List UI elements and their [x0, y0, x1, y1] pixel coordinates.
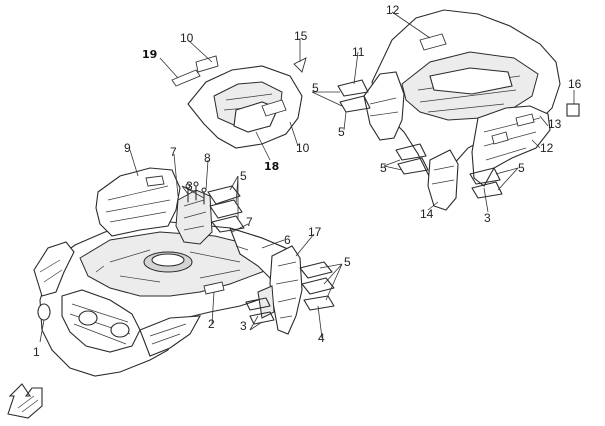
callout-7-lower: 7 — [246, 215, 253, 229]
rear-fastener-group — [337, 79, 503, 199]
callout-5-front-lower: 5 — [344, 255, 351, 269]
forward-arrow-icon — [7, 383, 43, 419]
callout-10-lower: 10 — [296, 141, 310, 155]
callout-3-rear: 3 — [484, 211, 491, 225]
callout-19: 19 — [142, 48, 157, 61]
callout-5-rear-left-low: 5 — [338, 125, 345, 139]
callout-5-rear-mid: 5 — [380, 161, 387, 175]
front-body-assembly — [33, 221, 301, 377]
front-hood-panel — [95, 167, 181, 237]
front-bracket-set — [175, 181, 213, 245]
leader-lines — [39, 11, 575, 343]
part-16-block — [566, 103, 580, 117]
top-center-cover — [171, 55, 307, 149]
callout-17: 17 — [308, 225, 322, 239]
callout-8: 8 — [204, 151, 211, 165]
callout-3-front-upper: 3 — [186, 179, 193, 193]
callout-7-upper: 7 — [170, 145, 177, 159]
callout-12-upper: 12 — [386, 3, 400, 17]
inner-fender-panel — [257, 245, 303, 335]
callout-1: 1 — [33, 345, 40, 359]
callout-12-lower: 12 — [540, 141, 554, 155]
callout-5-rear-left: 5 — [312, 81, 319, 95]
callout-labels: 1 2 3 3 3 4 5 5 5 5 5 5 6 7 7 8 9 10 10 … — [33, 3, 582, 359]
front-fastener-group — [207, 185, 335, 325]
callout-18: 18 — [264, 160, 279, 173]
callout-9: 9 — [124, 141, 131, 155]
callout-13: 13 — [548, 117, 562, 131]
callout-16: 16 — [568, 77, 582, 91]
callout-2: 2 — [208, 317, 215, 331]
callout-15: 15 — [294, 29, 308, 43]
callout-4: 4 — [318, 331, 325, 345]
callout-10-upper: 10 — [180, 31, 194, 45]
callout-5-front-upper: 5 — [240, 169, 247, 183]
rear-body-assembly — [363, 9, 561, 211]
callout-11: 11 — [352, 45, 365, 59]
callout-3-front-low: 3 — [240, 319, 247, 333]
callout-14: 14 — [420, 207, 434, 221]
callout-6: 6 — [284, 233, 291, 247]
callout-5-rear-right: 5 — [518, 161, 525, 175]
